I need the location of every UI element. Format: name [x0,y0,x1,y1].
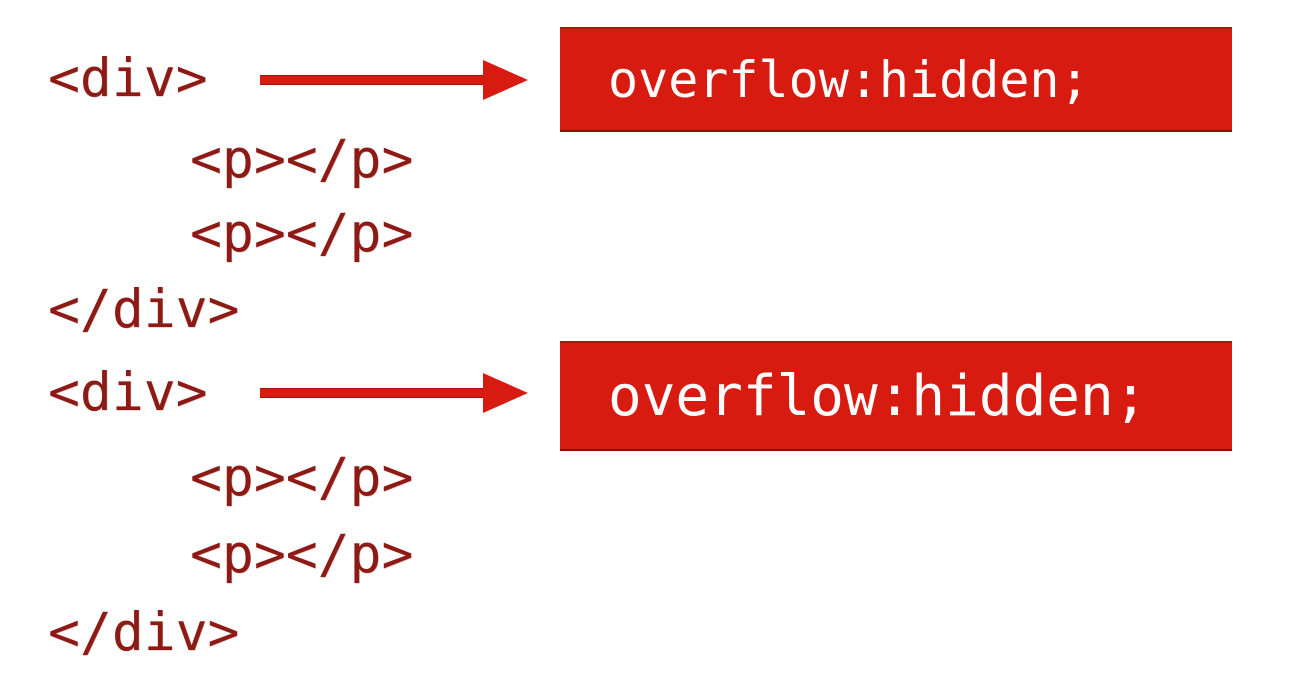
code-line-div-close-1: </div> [48,279,240,340]
callout-overflow-hidden-1: overflow:hidden; [560,27,1232,132]
right-arrow-icon [260,60,528,100]
code-line-paragraph-1: <p></p> [190,129,414,190]
arrow-shaft [260,388,488,398]
right-arrow-icon [260,373,528,413]
arrow-head [483,373,528,413]
html-code-listing: <div> <p></p> <p></p> </div> <div> <p></… [0,0,520,680]
code-line-div-open-1: <div> [48,48,208,109]
code-line-paragraph-4: <p></p> [190,524,414,585]
code-line-div-open-2: <div> [48,362,208,423]
code-line-div-close-2: </div> [48,602,240,663]
arrow-shaft [260,75,488,85]
code-line-paragraph-3: <p></p> [190,447,414,508]
code-line-paragraph-2: <p></p> [190,203,414,264]
callout-label: overflow:hidden; [608,50,1090,109]
callout-overflow-hidden-2: overflow:hidden; [560,341,1232,451]
callout-label: overflow:hidden; [608,363,1148,429]
arrow-head [483,60,528,100]
